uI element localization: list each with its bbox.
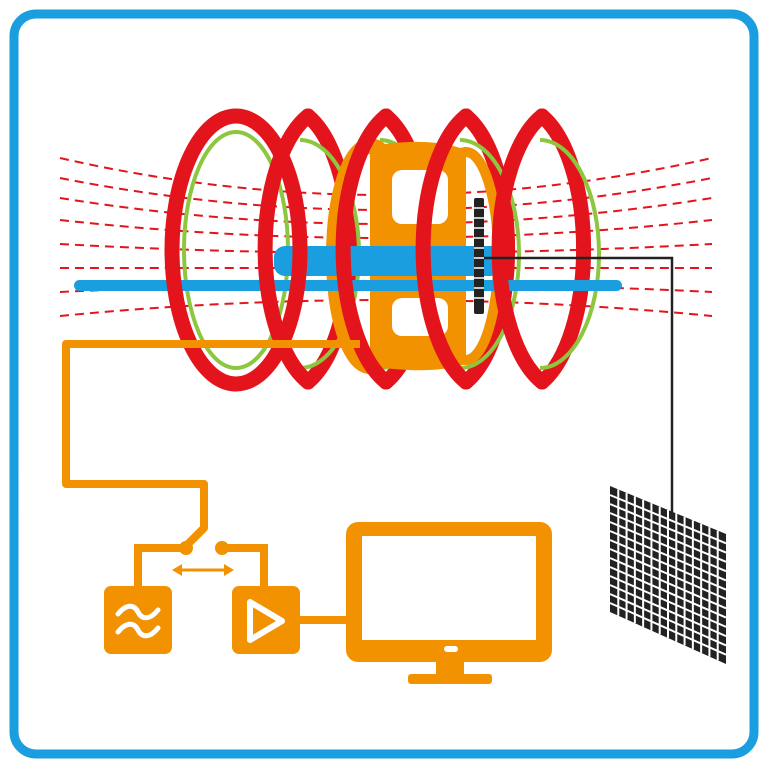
main-coils-front: [164, 108, 550, 392]
signal-generator-box: [104, 586, 172, 654]
switch-lead-right: [222, 544, 268, 588]
detector-grid-line: [609, 539, 727, 591]
detector-grid-line: [609, 494, 727, 545]
monitor-screen: [362, 536, 536, 640]
monitor-icon[interactable]: [346, 522, 552, 684]
gradient-coil: [539, 138, 601, 370]
field-line: [59, 299, 713, 317]
monitor-stand: [436, 662, 464, 674]
detector-grid-line: [609, 602, 727, 656]
detector-grid-icon: [609, 486, 727, 664]
detector-grid-line: [609, 512, 727, 563]
detector-grid-line: [609, 521, 727, 573]
receiver-coil: [474, 198, 484, 314]
table-bed: [274, 246, 502, 276]
field-line: [59, 243, 713, 254]
detector-grid-line: [609, 557, 727, 610]
coil-front-arc: [415, 108, 474, 390]
detector-grid-line: [609, 530, 727, 582]
play-triangle-icon: [247, 599, 285, 643]
field-lines: [59, 157, 713, 317]
detector-grid-line: [609, 593, 727, 647]
rf-cable: [62, 340, 360, 549]
gradient-coil: [459, 138, 521, 370]
signal-generator[interactable]: [104, 586, 172, 654]
monitor-base: [408, 674, 492, 684]
detector-grid-line: [609, 575, 727, 628]
coil-front-arc: [335, 108, 394, 390]
coil-back-arc: [534, 108, 592, 390]
switch-toggle-arrow-icon: [172, 564, 234, 576]
field-line: [59, 157, 713, 196]
coil-front-arc: [257, 108, 316, 390]
detector-grid-line: [609, 503, 727, 554]
switch-lead-left: [134, 544, 186, 588]
detector-grid-line: [609, 584, 727, 638]
coil-front-ring: [164, 108, 308, 392]
amplifier-box: [232, 586, 300, 654]
monitor-power-dot: [444, 646, 458, 652]
transmit-receive-switch[interactable]: [134, 541, 268, 588]
signal-wire: [484, 256, 674, 512]
field-line: [59, 197, 713, 225]
field-line: [59, 177, 713, 211]
detector-grid-line: [609, 566, 727, 619]
receiver-coil-bar: [474, 198, 484, 314]
approx-wave-icon: [115, 603, 161, 639]
amplifier[interactable]: [232, 586, 300, 654]
coil-front-arc: [491, 108, 550, 390]
detector-grid-line: [609, 548, 727, 600]
field-line: [59, 219, 713, 239]
receiver-coil-ticks: [474, 207, 484, 299]
